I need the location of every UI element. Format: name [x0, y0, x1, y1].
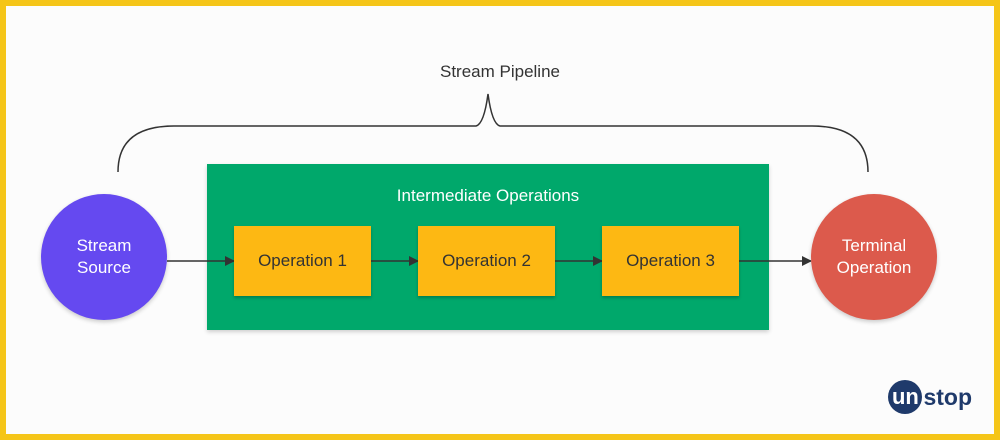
logo-text: stop [923, 383, 972, 410]
operation-3-box: Operation 3 [602, 226, 739, 296]
stream-source-label: Stream Source [76, 236, 132, 277]
pipeline-brace [117, 93, 869, 173]
connector-layer [117, 93, 869, 173]
terminal-operation-label: Terminal Operation [836, 236, 912, 277]
operation-1-label: Operation 1 [258, 251, 347, 270]
operation-1-box: Operation 1 [234, 226, 371, 296]
arrow-layer [167, 256, 812, 266]
pipeline-title: Stream Pipeline [439, 62, 560, 81]
operation-3-label: Operation 3 [626, 251, 715, 270]
stream-source-node: Stream Source [41, 194, 167, 320]
operation-2-label: Operation 2 [442, 251, 531, 270]
terminal-operation-node: Terminal Operation [811, 194, 937, 320]
intermediate-operations-title: Intermediate Operations [396, 186, 580, 205]
unstop-logo: un stop [888, 380, 972, 414]
operation-2-box: Operation 2 [418, 226, 555, 296]
logo-badge: un [888, 380, 923, 414]
